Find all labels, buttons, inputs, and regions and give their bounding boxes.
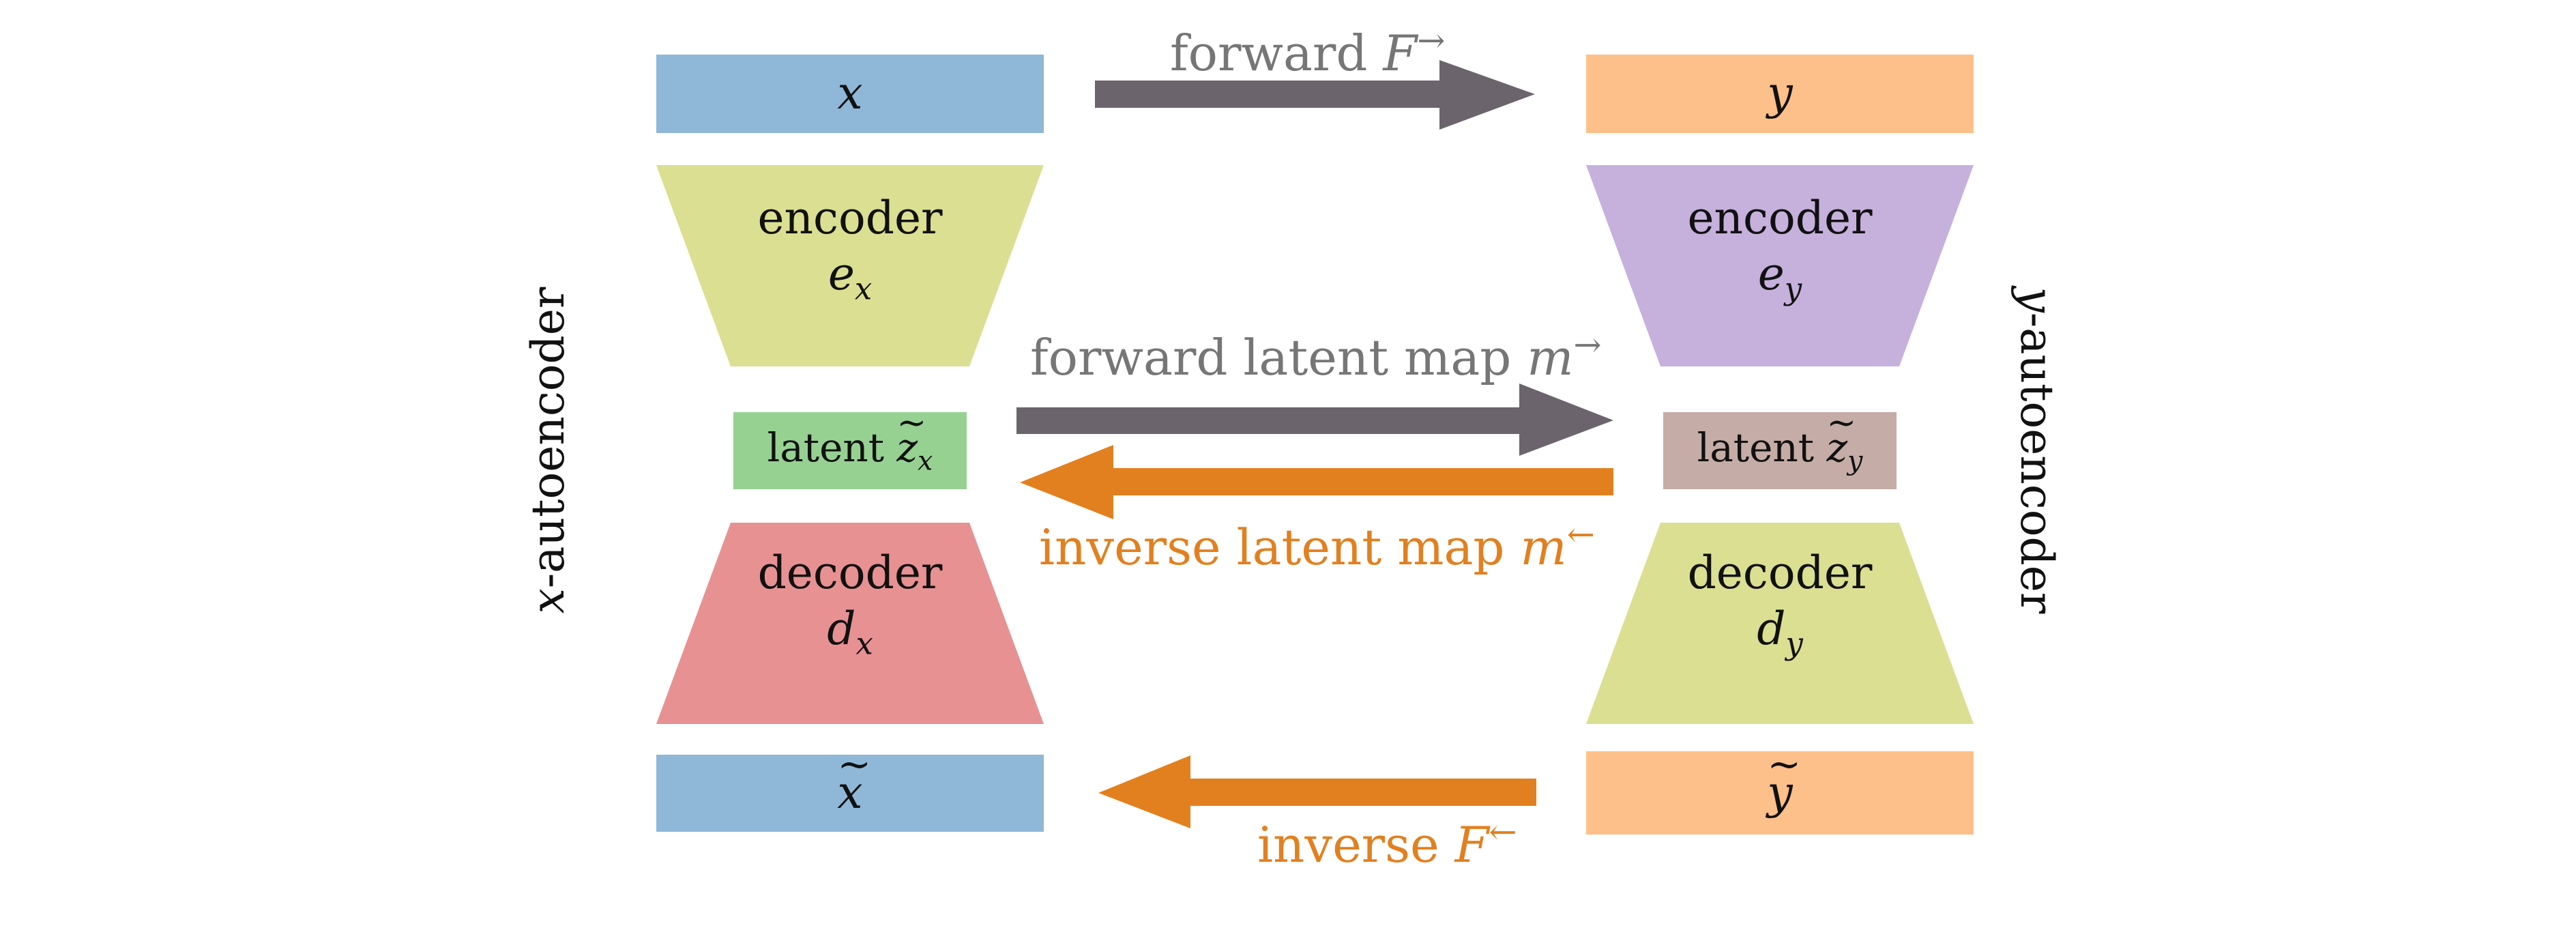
inverse-latent-arrow-label: inverse latent map m← xyxy=(1039,515,1595,576)
x-input-label: x xyxy=(837,67,863,120)
forward-latent-arrow xyxy=(1016,383,1613,456)
inverse-latent-arrow xyxy=(1020,445,1613,519)
x-encoder-trapezoid xyxy=(656,165,1044,366)
x-input-box xyxy=(656,55,1044,133)
y-latent-box xyxy=(1663,412,1897,489)
forward-arrow-label: forward F→ xyxy=(1170,21,1446,82)
y-input-box xyxy=(1586,55,1974,133)
inverse-arrow xyxy=(1098,755,1536,828)
x-autoencoder-side-label: x-autoencoder xyxy=(522,287,574,614)
forward-arrow xyxy=(1095,60,1535,130)
x-latent-label: latent zx xyxy=(733,401,967,489)
y-latent-label: latent zy xyxy=(1663,401,1897,489)
x-latent-box xyxy=(733,412,967,489)
y-recon-label: y xyxy=(1586,740,1974,835)
x-decoder-trapezoid xyxy=(656,523,1044,724)
forward-latent-arrow-label: forward latent map m→ xyxy=(1030,325,1602,386)
y-decoder-trapezoid xyxy=(1586,523,1974,724)
y-autoencoder-side-label: y-autoencoder xyxy=(2010,287,2063,614)
y-encoder-trapezoid xyxy=(1586,165,1974,366)
x-recon-label: x xyxy=(656,740,1044,832)
x-decoder-label: decoder dx xyxy=(757,546,943,662)
x-encoder-label: encoder ex xyxy=(757,191,943,307)
y-input-label: y xyxy=(1767,67,1793,120)
inverse-arrow-label: inverse F← xyxy=(1257,813,1517,873)
y-decoder-label: decoder dy xyxy=(1687,546,1873,662)
y-encoder-label: encoder ey xyxy=(1687,191,1873,307)
